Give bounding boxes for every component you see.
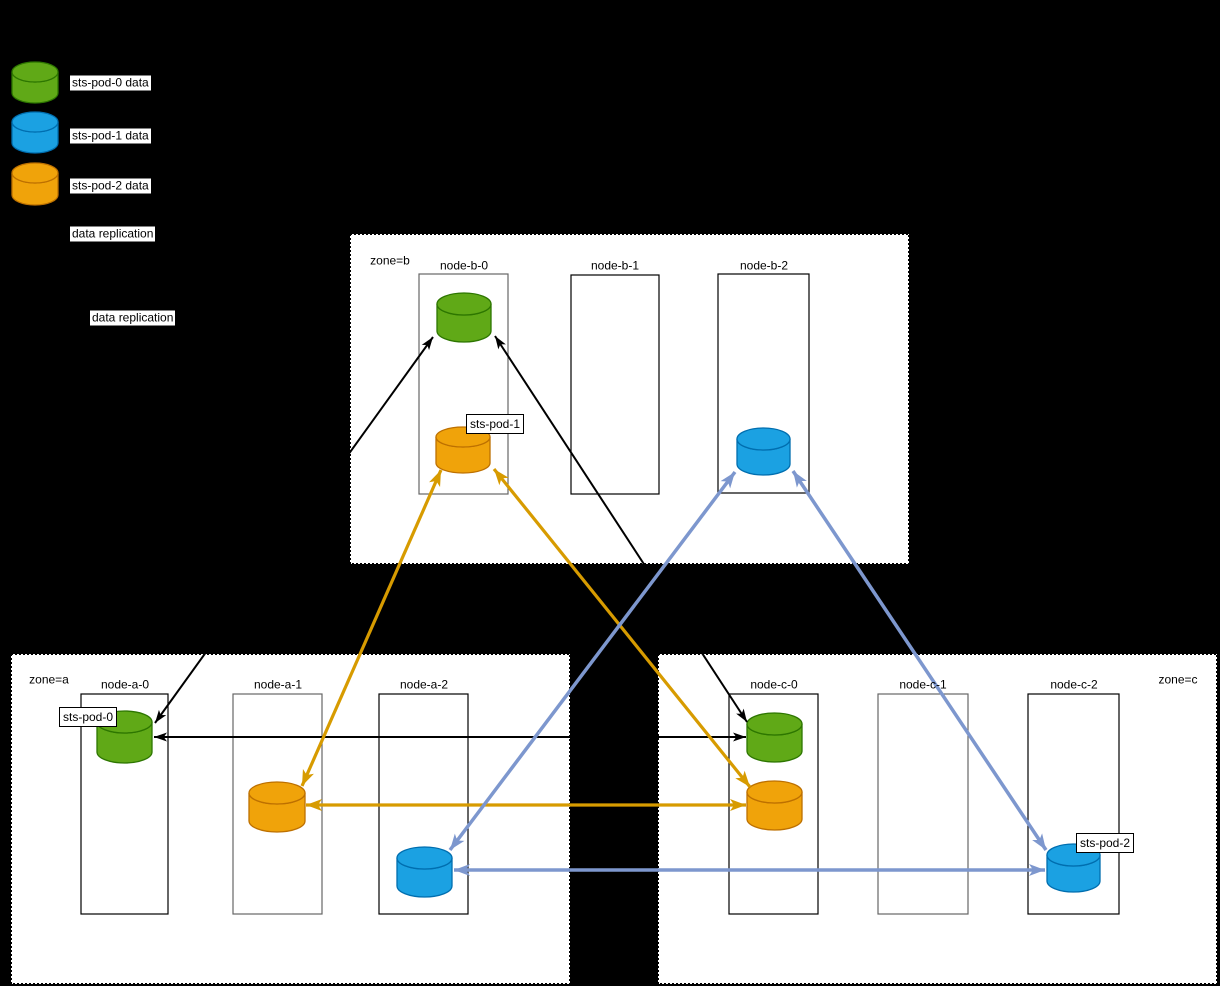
database-cylinder-icon-a-orange bbox=[248, 781, 306, 833]
database-cylinder-icon-b-green bbox=[436, 292, 492, 343]
legend-label-sts-pod-2-data: sts-pod-2 data bbox=[70, 178, 151, 194]
node-b-0-label: node-b-0 bbox=[439, 258, 489, 273]
node-a-0-label: node-a-0 bbox=[100, 677, 150, 692]
legend-database-cylinder-icon-green bbox=[11, 61, 59, 104]
node-c-2-label: node-c-2 bbox=[1050, 677, 1098, 692]
cylinder-top bbox=[396, 846, 453, 870]
node-c-1-label: node-c-1 bbox=[899, 677, 947, 692]
cylinder-top bbox=[436, 292, 492, 316]
database-cylinder-icon-c-green bbox=[746, 712, 803, 763]
legend-label-sts-pod-0-data: sts-pod-0 data bbox=[70, 75, 151, 91]
zone-a-label: zone=a bbox=[29, 672, 69, 687]
cylinder-top bbox=[746, 780, 803, 804]
database-cylinder-icon-c-orange bbox=[746, 780, 803, 831]
pod-callout-sts-pod-1: sts-pod-1 bbox=[466, 414, 525, 434]
legend-label-data-replication-2: data replication bbox=[90, 310, 176, 326]
pod-callout-sts-pod-2: sts-pod-2 bbox=[1076, 833, 1135, 853]
replication-arrow-b-blue-a-blue bbox=[448, 470, 737, 852]
node-box-node-c-1 bbox=[877, 693, 969, 915]
node-a-2-label: node-a-2 bbox=[399, 677, 449, 692]
database-cylinder-icon-b-blue bbox=[736, 427, 791, 476]
node-b-1-label: node-b-1 bbox=[590, 258, 640, 273]
node-box-node-b-1 bbox=[570, 274, 660, 495]
cylinder-top bbox=[736, 427, 791, 451]
legend-database-cylinder-icon-blue bbox=[11, 111, 59, 154]
legend-database-cylinder-icon-orange bbox=[11, 162, 59, 206]
replication-arrow-a-green-b-green bbox=[154, 336, 434, 724]
zone-b-label: zone=b bbox=[370, 253, 410, 268]
database-cylinder-icon-a-blue bbox=[396, 846, 453, 898]
zone-c-label: zone=c bbox=[1158, 672, 1198, 687]
legend-label-data-replication-1: data replication bbox=[70, 226, 156, 242]
replication-arrow-b-blue-c-blue bbox=[791, 470, 1048, 851]
replication-arrow-b-orange-a-orange bbox=[300, 469, 443, 787]
cylinder-top bbox=[746, 712, 803, 736]
node-a-1-label: node-a-1 bbox=[253, 677, 303, 692]
cylinder-top bbox=[11, 61, 59, 83]
cylinder-top bbox=[11, 162, 59, 184]
cylinder-top bbox=[248, 781, 306, 805]
database-cylinder-icon-c-blue bbox=[1046, 843, 1101, 893]
node-b-2-label: node-b-2 bbox=[739, 258, 789, 273]
legend-label-sts-pod-1-data: sts-pod-1 data bbox=[70, 128, 151, 144]
cylinder-top bbox=[11, 111, 59, 133]
pod-callout-sts-pod-0: sts-pod-0 bbox=[59, 707, 118, 727]
node-c-0-label: node-c-0 bbox=[750, 677, 798, 692]
